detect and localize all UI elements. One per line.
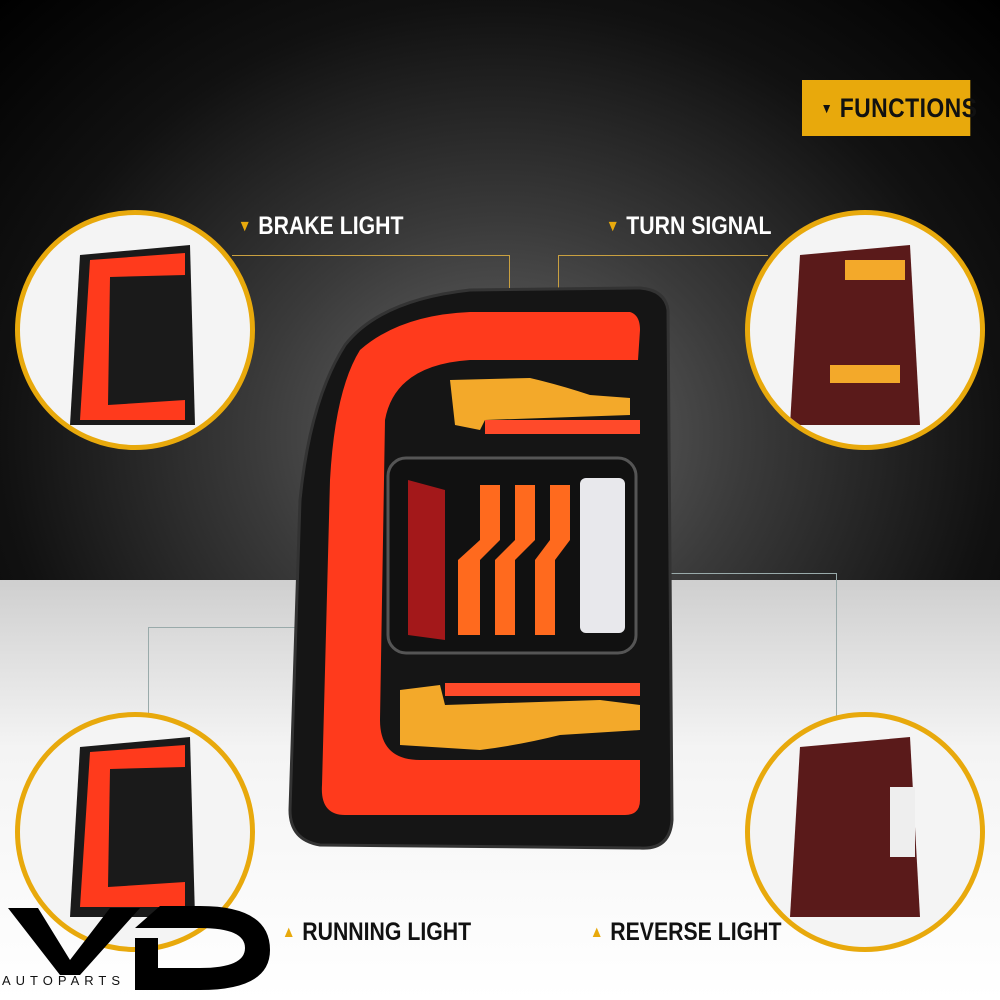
running-connector (148, 627, 348, 628)
reverse-light-text: REVERSE LIGHT (610, 918, 782, 946)
brake-light-thumbnail (70, 245, 195, 425)
down-triangle-icon: ▼ (606, 217, 620, 235)
brake-light-circle (15, 210, 255, 450)
vd-logo (8, 906, 270, 990)
reverse-light-circle (745, 712, 985, 952)
brake-light-text: BRAKE LIGHT (258, 212, 404, 240)
running-connector-v (148, 627, 149, 717)
turn-signal-thumbnail (790, 245, 920, 425)
up-triangle-icon: ▲ (282, 923, 296, 941)
reverse-connector (600, 573, 837, 574)
turn-connector (558, 255, 768, 256)
functions-banner: ▼ FUNCTIONS (802, 80, 977, 136)
running-light-label: ▲ RUNNING LIGHT (282, 918, 471, 947)
banner-label: FUNCTIONS (839, 92, 978, 123)
reverse-connector-v (836, 573, 837, 718)
running-light-text: RUNNING LIGHT (302, 918, 472, 946)
logo-subtitle: AUTOPARTS (2, 973, 126, 988)
turn-signal-circle (745, 210, 985, 450)
reverse-light-thumbnail (790, 737, 920, 917)
brake-connector (232, 255, 510, 256)
banner-triangle-icon: ▼ (820, 100, 833, 116)
running-light-thumbnail (70, 737, 195, 917)
brake-light-label: ▼ BRAKE LIGHT (238, 212, 403, 241)
down-triangle-icon: ▼ (238, 217, 252, 235)
reverse-light-label: ▲ REVERSE LIGHT (590, 918, 781, 947)
turn-signal-label: ▼ TURN SIGNAL (606, 212, 771, 241)
up-triangle-icon: ▲ (590, 923, 604, 941)
turn-signal-text: TURN SIGNAL (626, 212, 772, 240)
